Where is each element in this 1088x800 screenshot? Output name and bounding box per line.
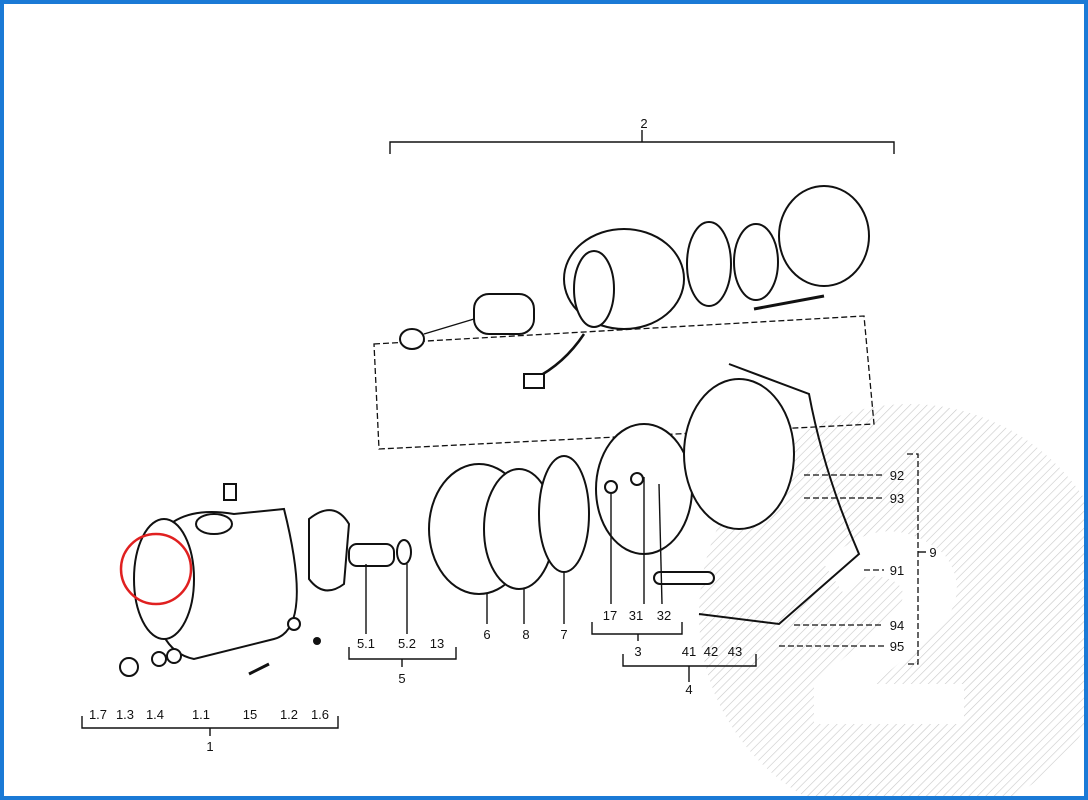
- label-95: 95: [890, 639, 904, 654]
- bracket-group-3: [591, 622, 683, 635]
- label-31: 31: [629, 608, 643, 623]
- label-7: 7: [560, 627, 567, 642]
- label-8: 8: [522, 627, 529, 642]
- watermark-logo: [699, 404, 1084, 796]
- label-43: 43: [728, 644, 742, 659]
- label-1-6: 1.6: [311, 707, 329, 722]
- label-5-2: 5.2: [398, 636, 416, 651]
- label-15: 15: [243, 707, 257, 722]
- motor-assembly: [373, 130, 895, 450]
- label-1-3: 1.3: [116, 707, 134, 722]
- pump-housing: [119, 483, 412, 677]
- label-91: 91: [890, 563, 904, 578]
- label-9: 9: [929, 545, 936, 560]
- label-1-2: 1.2: [280, 707, 298, 722]
- label-32: 32: [657, 608, 671, 623]
- label-6: 6: [483, 627, 490, 642]
- label-41: 41: [682, 644, 696, 659]
- label-92: 92: [890, 468, 904, 483]
- label-5: 5: [398, 671, 405, 686]
- label-17: 17: [603, 608, 617, 623]
- label-4: 4: [685, 682, 692, 697]
- label-1-4: 1.4: [146, 707, 164, 722]
- label-5-1: 5.1: [357, 636, 375, 651]
- exploded-pump-diagram: 2 1.7 1.3 1.4 1.1 15 1.2 1.6 1 5.1 5.2 1…: [81, 116, 1084, 796]
- label-93: 93: [890, 491, 904, 506]
- label-2: 2: [640, 116, 647, 131]
- label-1: 1: [206, 739, 213, 754]
- label-3: 3: [634, 644, 641, 659]
- label-1-1: 1.1: [192, 707, 210, 722]
- label-13: 13: [430, 636, 444, 651]
- label-42: 42: [704, 644, 718, 659]
- label-94: 94: [890, 618, 904, 633]
- highlight-circle: [119, 532, 193, 606]
- leader-lines: [365, 453, 926, 665]
- label-1-7: 1.7: [89, 707, 107, 722]
